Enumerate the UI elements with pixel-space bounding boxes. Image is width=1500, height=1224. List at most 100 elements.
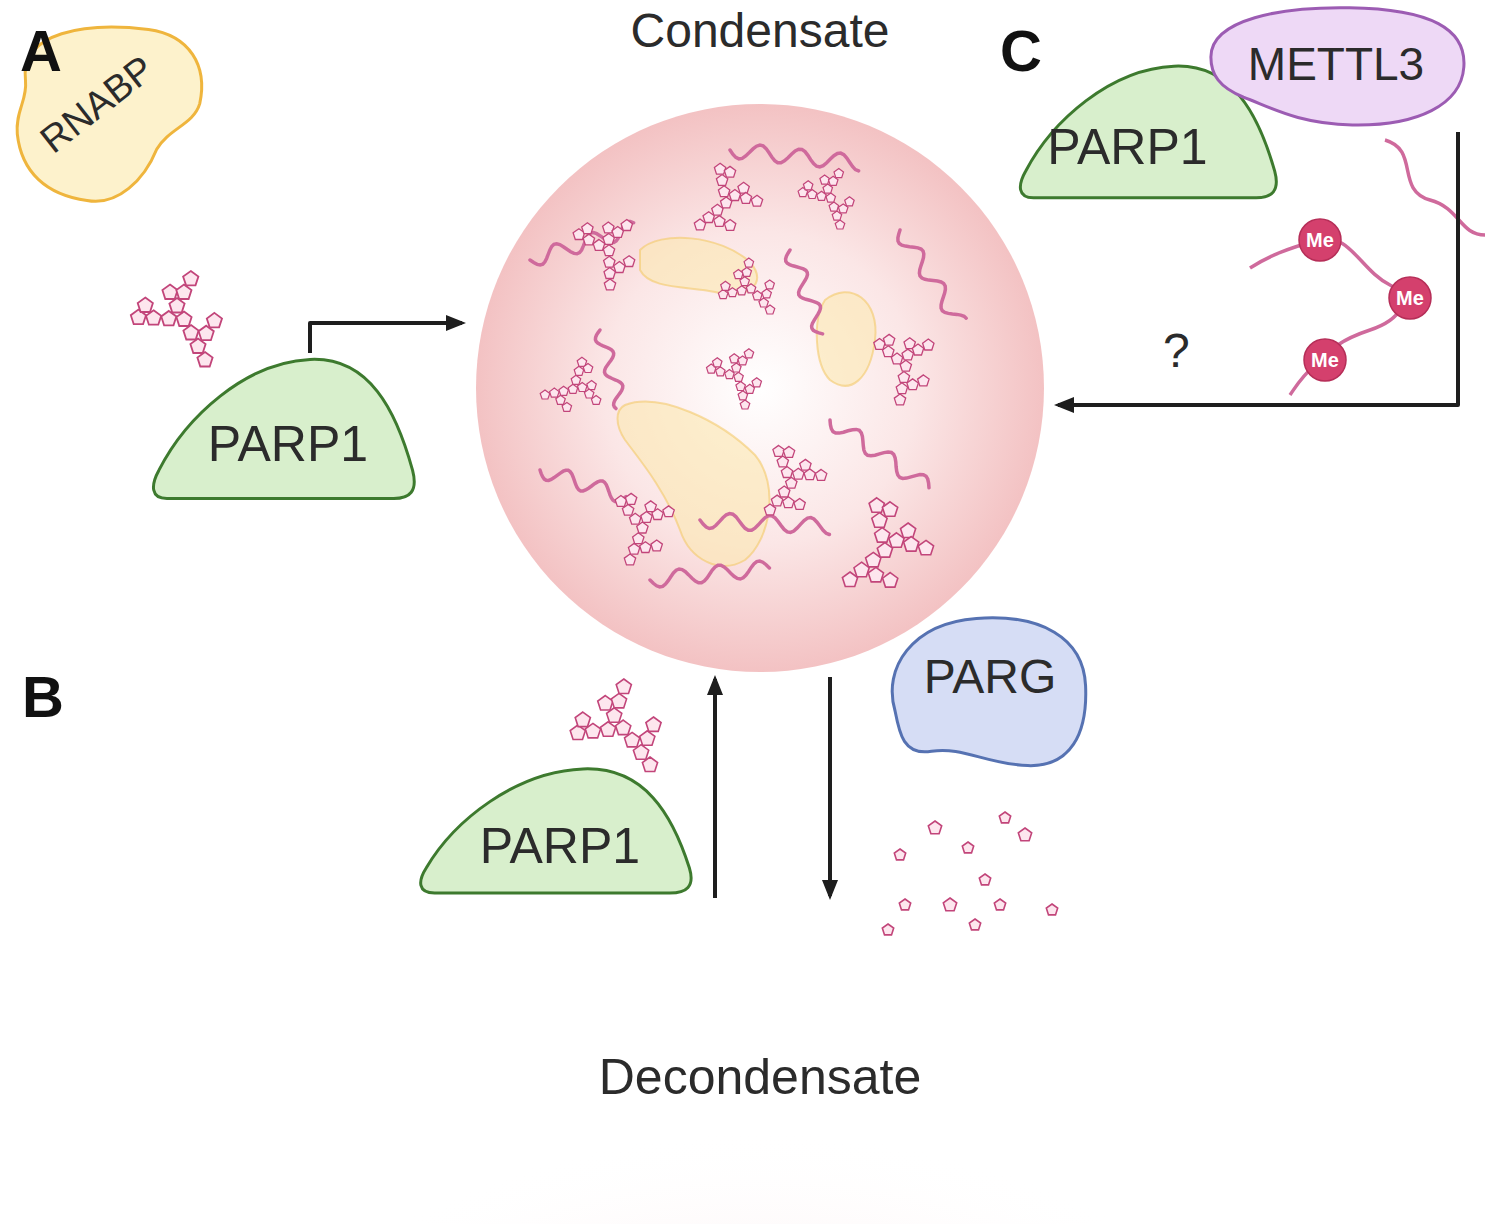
rna-strand — [1250, 239, 1403, 395]
text-holder: PARP1 — [148, 355, 418, 503]
node-parg: PARG — [878, 612, 1092, 772]
adp-ribose-unit — [738, 182, 749, 193]
adp-ribose-unit — [826, 193, 836, 202]
text-holder: Decondensate — [270, 900, 1250, 1220]
adp-ribose-unit — [640, 542, 651, 553]
adp-ribose-unit — [894, 394, 905, 405]
adp-ribose-unit — [169, 298, 184, 313]
adp-ribose-unit — [734, 372, 744, 381]
adp-ribose-unit — [979, 874, 990, 885]
adp-ribose-unit — [1046, 904, 1057, 915]
adp-ribose-unit — [651, 540, 662, 551]
adp-ribose-unit — [724, 166, 735, 177]
adp-ribose-unit — [718, 290, 728, 299]
rna-strand — [730, 145, 859, 171]
adp-ribose-unit — [540, 390, 550, 399]
adp-ribose-unit — [646, 717, 661, 731]
condensate-droplet — [472, 5, 1048, 675]
adp-ribose-unit — [907, 379, 919, 390]
methyl-circle — [1304, 339, 1346, 381]
node-label: METTL3 — [1248, 39, 1424, 90]
methyl-circle — [1299, 219, 1341, 261]
text-holder: Me — [1298, 218, 1342, 262]
adp-ribose-unit — [923, 339, 934, 350]
adp-ribose-unit — [737, 286, 747, 295]
adp-ribose-unit — [550, 388, 560, 397]
adp-ribose-unit — [724, 220, 735, 231]
node-circle: Condensate — [472, 5, 1048, 675]
node-me: Me — [1388, 276, 1432, 320]
protein-shape — [153, 359, 414, 498]
rna-strand — [830, 420, 929, 488]
adp-ribose-unit — [1018, 828, 1031, 841]
rnabp-inside — [817, 292, 876, 386]
adp-ribose-unit — [161, 311, 176, 326]
adp-ribose-unit — [918, 540, 933, 554]
adp-ribose-unit — [765, 280, 775, 289]
node-label: PARP1 — [1047, 120, 1207, 175]
adp-ribose-unit — [612, 227, 624, 238]
adp-ribose-unit — [744, 349, 754, 358]
adp-ribose-unit — [896, 383, 907, 394]
adp-ribose-unit — [583, 234, 594, 245]
rna-strand — [898, 230, 966, 318]
panel-letter: C — [1000, 22, 1042, 80]
rna-strand — [540, 470, 626, 502]
text-holder: PARP1 — [415, 765, 695, 897]
adp-ribose-unit — [575, 712, 590, 727]
text-holder: METTL3 — [1200, 4, 1472, 130]
methyl-circle — [1389, 277, 1431, 319]
node-label: Me — [1306, 229, 1334, 251]
text-holder: Me — [1303, 338, 1347, 382]
text-holder: Condensate — [472, 5, 1048, 675]
node-label: PARG — [924, 651, 1056, 704]
node-label: PARP1 — [480, 819, 640, 874]
adp-ribose-unit — [556, 395, 566, 404]
adp-ribose-unit — [781, 467, 792, 478]
adp-ribose-unit — [716, 367, 726, 376]
adp-ribose-unit — [742, 267, 752, 276]
adp-ribose-unit — [962, 842, 973, 853]
adp-ribose-unit — [740, 400, 750, 409]
adp-ribose-unit — [562, 402, 572, 411]
adp-ribose-unit — [898, 372, 909, 383]
rna-strand — [595, 330, 622, 409]
adp-ribose-unit — [603, 245, 614, 256]
adp-ribose-unit — [197, 352, 212, 367]
adp-ribose-unit — [868, 567, 883, 582]
adp-ribose-unit — [882, 502, 897, 517]
adp-ribose-unit — [928, 821, 941, 834]
adp-ribose-unit — [894, 849, 905, 860]
adp-ribose-unit — [999, 812, 1010, 823]
adp-ribose-unit — [730, 354, 740, 363]
condensate-circle — [476, 104, 1044, 672]
adp-ribose-unit — [183, 271, 198, 285]
rna-strand — [1385, 140, 1485, 235]
text-holder: PARG — [878, 612, 1092, 772]
adp-ribose-unit — [901, 523, 916, 538]
adp-ribose-unit — [571, 375, 581, 384]
adp-ribose-unit — [568, 384, 578, 393]
adp-ribose-unit — [584, 389, 594, 398]
adp-ribose-unit — [904, 537, 919, 552]
adp-ribose-unit — [773, 445, 784, 456]
decondensate-glow — [200, 754, 1320, 1224]
node-mettl: METTL3 — [1200, 4, 1472, 130]
adp-ribose-unit — [633, 533, 644, 544]
adp-ribose-unit — [845, 197, 855, 206]
adp-ribose-unit — [744, 258, 754, 267]
arrow-connector — [828, 677, 832, 896]
adp-ribose-unit — [794, 499, 805, 510]
adp-ribose-unit — [583, 364, 593, 373]
adp-ribose-unit — [783, 497, 794, 508]
adp-ribose-unit — [207, 313, 222, 328]
node-parp: PARP1 — [148, 355, 418, 503]
adp-ribose-unit — [623, 256, 634, 267]
adp-ribose-unit — [762, 289, 772, 298]
adp-ribose-unit — [740, 192, 751, 203]
adp-ribose-unit — [183, 325, 198, 340]
arrow-connector — [310, 323, 462, 353]
node-region: Decondensate — [270, 900, 1250, 1220]
node-me: Me — [1303, 338, 1347, 382]
adp-ribose-unit — [829, 202, 839, 211]
